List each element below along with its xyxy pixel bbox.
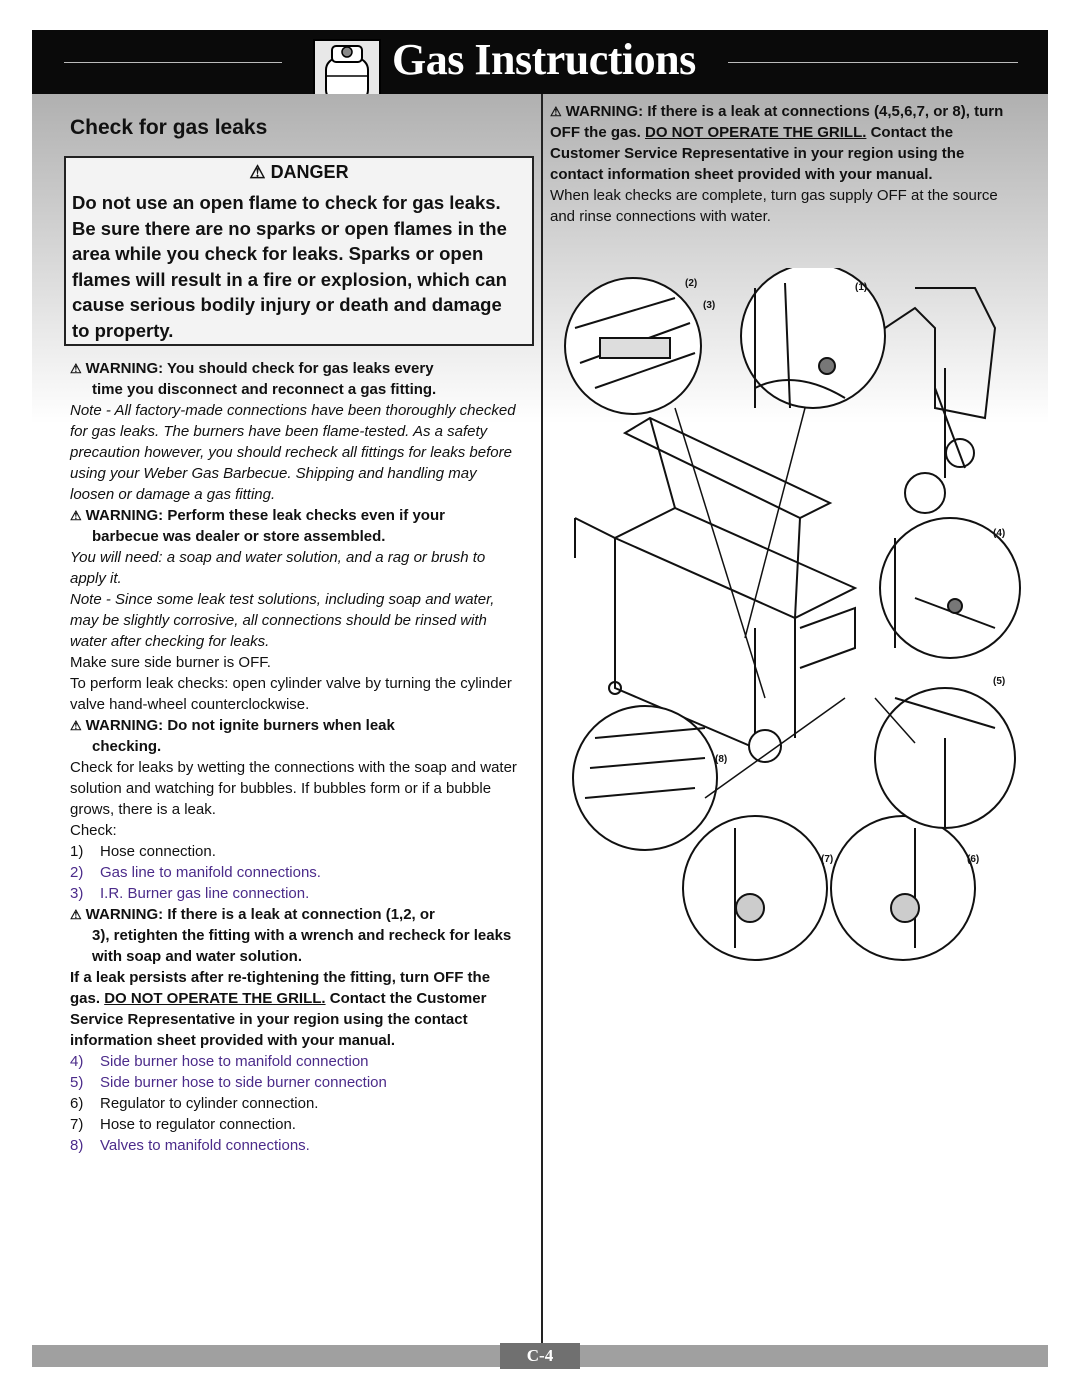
side-burner-off: Make sure side burner is OFF. — [70, 654, 271, 671]
callout-label: (3) — [703, 300, 715, 311]
header-rule-right — [728, 62, 1018, 63]
list-item: 3)I.R. Burner gas line connection. — [70, 885, 310, 902]
section-title: Check for gas leaks — [70, 116, 268, 139]
note-factory: Note - All factory-made connections have… — [70, 402, 516, 503]
page-title: Gas Instructions — [392, 35, 696, 84]
right-column: ⚠WARNING: If there is a leak at connecti… — [550, 101, 1016, 227]
check-instructions: Check for leaks by wetting the connectio… — [70, 759, 517, 818]
danger-box: ⚠ DANGER Do not use an open flame to che… — [64, 156, 534, 346]
warning-2: ⚠WARNING: Perform these leak checks even… — [70, 507, 445, 545]
callout-label: (6) — [967, 854, 979, 865]
page-number: C-4 — [500, 1343, 580, 1369]
column-divider — [541, 94, 543, 1344]
list-item: 1)Hose connection. — [70, 843, 216, 860]
warning-triangle-icon: ⚠ — [550, 104, 562, 119]
warning-triangle-icon: ⚠ — [70, 361, 82, 376]
check-list-2: 4)Side burner hose to manifold connectio… — [70, 1051, 520, 1156]
warning-3: ⚠WARNING: Do not ignite burners when lea… — [70, 717, 395, 755]
perform-leak-checks: To perform leak checks: open cylinder va… — [70, 675, 512, 713]
warning-triangle-icon: ⚠ — [249, 162, 266, 182]
callout-label: (7) — [821, 854, 833, 865]
warning-1: ⚠WARNING: You should check for gas leaks… — [70, 360, 437, 398]
list-item: 5)Side burner hose to side burner connec… — [70, 1074, 387, 1091]
header-rule-left — [64, 62, 282, 63]
list-item: 4)Side burner hose to manifold connectio… — [70, 1053, 369, 1070]
danger-text: Do not use an open flame to check for ga… — [72, 192, 507, 341]
warning-triangle-icon: ⚠ — [70, 508, 82, 523]
callout-label: (4) — [993, 528, 1005, 539]
checks-complete: When leak checks are complete, turn gas … — [550, 187, 998, 225]
leak-persists: If a leak persists after re-tightening t… — [70, 969, 491, 1049]
left-column: ⚠WARNING: You should check for gas leaks… — [70, 358, 520, 1156]
check-label: Check: — [70, 822, 117, 839]
danger-heading: ⚠ DANGER — [249, 162, 349, 182]
warning-4: ⚠WARNING: If there is a leak at connecti… — [70, 906, 512, 965]
list-item: 7)Hose to regulator connection. — [70, 1116, 296, 1133]
footer-bar-right — [580, 1345, 1048, 1367]
propane-tank-icon — [313, 39, 381, 107]
you-will-need: You will need: a soap and water solution… — [70, 549, 486, 587]
note-corrosive: Note - Since some leak test solutions, i… — [70, 591, 495, 650]
list-item: 6)Regulator to cylinder connection. — [70, 1095, 319, 1112]
callout-label: (8) — [715, 754, 727, 765]
footer-bar-left — [32, 1345, 500, 1367]
callout-label: (2) — [685, 278, 697, 289]
callout-label: (1) — [855, 282, 867, 293]
warning-triangle-icon: ⚠ — [70, 907, 82, 922]
callout-label: (5) — [993, 676, 1005, 687]
list-item: 8)Valves to manifold connections. — [70, 1137, 310, 1154]
warning-5: ⚠WARNING: If there is a leak at connecti… — [550, 103, 1004, 183]
check-list-1: 1)Hose connection. 2)Gas line to manifol… — [70, 841, 520, 904]
list-item: 2)Gas line to manifold connections. — [70, 864, 321, 881]
grill-illustration: (2) (1) (3) (4) (5) (8) (7) (6) — [564, 268, 1021, 961]
warning-triangle-icon: ⚠ — [70, 718, 82, 733]
